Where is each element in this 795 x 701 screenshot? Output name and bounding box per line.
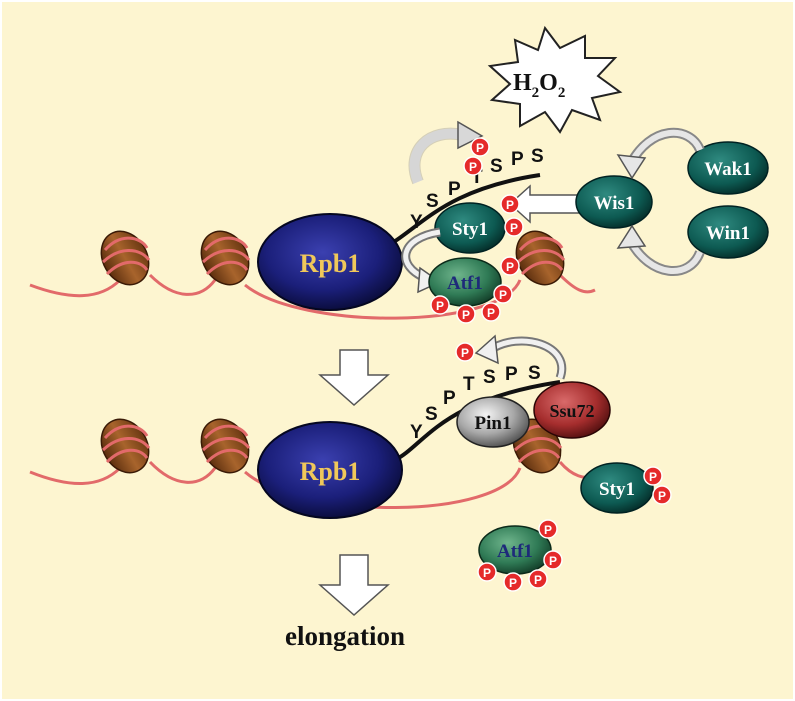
svg-text:P: P: [487, 306, 495, 320]
ctd-s3-top: S: [531, 146, 544, 167]
wak1-label: Wak1: [704, 159, 752, 180]
ctd-s1-top: S: [426, 191, 439, 212]
ctd-y-top: Y: [410, 212, 423, 233]
win1: Win1: [687, 205, 769, 259]
ctd-p1-top: P: [448, 179, 461, 200]
dna-strand-top: [29, 273, 596, 320]
phospho-atf1-e: P: [430, 295, 450, 315]
phospho-atf1-b: P: [493, 284, 513, 304]
wak1: Wak1: [687, 141, 769, 195]
atf1-bottom-label: Atf1: [497, 541, 533, 562]
phospho-sty1-a: P: [500, 194, 520, 214]
atf1-top: Atf1: [428, 257, 502, 307]
rpb1-bottom-label: Rpb1: [300, 457, 361, 486]
svg-text:P: P: [483, 566, 491, 580]
svg-text:P: P: [534, 573, 542, 587]
nucleosome-bottom-2: [200, 418, 251, 474]
svg-text:P: P: [469, 160, 477, 174]
svg-text:P: P: [476, 141, 484, 155]
ctd-p1-bottom: P: [443, 388, 456, 409]
phospho-sty1-released: P P: [643, 466, 672, 505]
rpb1-top-label: Rpb1: [300, 249, 361, 278]
ssu72: Ssu72: [533, 381, 611, 439]
burst-shape: [487, 25, 623, 134]
pin1-label: Pin1: [475, 413, 512, 434]
win1-label: Win1: [706, 223, 750, 244]
svg-text:P: P: [509, 576, 517, 590]
sty1-top: Sty1: [434, 202, 506, 254]
ctd-tail-bottom: [394, 380, 561, 462]
phospho-sty1-released-a: P: [643, 466, 663, 486]
phospho-atf1-released-d: P: [503, 572, 523, 592]
svg-text:P: P: [436, 299, 444, 313]
ctd-t-bottom: T: [463, 374, 475, 395]
h2o2-label: H2O2: [513, 70, 565, 101]
nucleosome-top-3: [515, 230, 566, 286]
ssu72-label: Ssu72: [549, 401, 594, 421]
phospho-released: P: [455, 342, 475, 362]
ctd-phosphorylation-arrow-top: [409, 128, 464, 184]
arrowhead-ctd-top: [457, 120, 484, 150]
ctd-s2-top: S: [490, 156, 503, 177]
nucleosome-bottom-1: [100, 418, 151, 474]
wis1-label: Wis1: [594, 193, 635, 214]
nucleosome-top-1: [100, 230, 151, 286]
elongation-label: elongation: [285, 621, 405, 651]
down-arrow-1: [318, 349, 390, 407]
wis1: Wis1: [575, 175, 653, 229]
sty1-bottom: Sty1: [580, 462, 654, 514]
svg-text:P: P: [658, 489, 666, 503]
svg-text:P: P: [462, 308, 470, 322]
svg-text:P: P: [510, 221, 518, 235]
ctd-s1-bottom: S: [425, 404, 438, 425]
phospho-group-top: P P P P P P P P P: [430, 137, 524, 324]
ctd-sequence-bottom: Y S P T S P S: [410, 363, 541, 443]
down-arrow-2: [318, 554, 390, 617]
svg-text:P: P: [461, 346, 469, 360]
ctd-s3-bottom: S: [528, 363, 541, 384]
ctd-s2-bottom: S: [483, 367, 496, 388]
dna-strand-bottom: [29, 460, 596, 509]
rpb1-top: Rpb1: [257, 213, 403, 311]
svg-text:P: P: [649, 470, 657, 484]
svg-text:P: P: [506, 198, 514, 212]
phospho-sty1-released-b: P: [652, 485, 672, 505]
atf1-top-label: Atf1: [447, 273, 483, 294]
ctd-p2-bottom: P: [505, 364, 518, 385]
rpb1-bottom: Rpb1: [257, 421, 403, 519]
phospho-atf1-released-a: P: [538, 519, 558, 539]
phospho-atf1-released-e: P: [477, 562, 497, 582]
arrow-wis1-to-sty1: [508, 184, 581, 224]
h2o2-stimulus: H2O2: [487, 25, 623, 134]
phospho-ctd-s-top: P: [470, 137, 490, 157]
sty1-top-label: Sty1: [452, 219, 488, 240]
nucleosome-top-2: [200, 230, 251, 286]
svg-text:P: P: [499, 288, 507, 302]
svg-text:P: P: [544, 523, 552, 537]
svg-text:P: P: [549, 554, 557, 568]
phospho-atf1-released: P P P P P: [477, 519, 563, 592]
phospho-atf1-released-c: P: [528, 569, 548, 589]
sty1-bottom-label: Sty1: [599, 479, 635, 500]
ctd-p2-top: P: [511, 149, 524, 170]
phospho-atf1-c: P: [481, 302, 501, 322]
phospho-atf1-d: P: [456, 304, 476, 324]
svg-text:P: P: [506, 260, 514, 274]
phospho-ctd-s5-top: P: [463, 156, 483, 176]
ctd-y-bottom: Y: [410, 422, 423, 443]
phospho-atf1-a: P: [500, 256, 520, 276]
phospho-sty1-b: P: [504, 217, 524, 237]
phospho-atf1-released-b: P: [543, 550, 563, 570]
pin1: Pin1: [456, 396, 530, 448]
